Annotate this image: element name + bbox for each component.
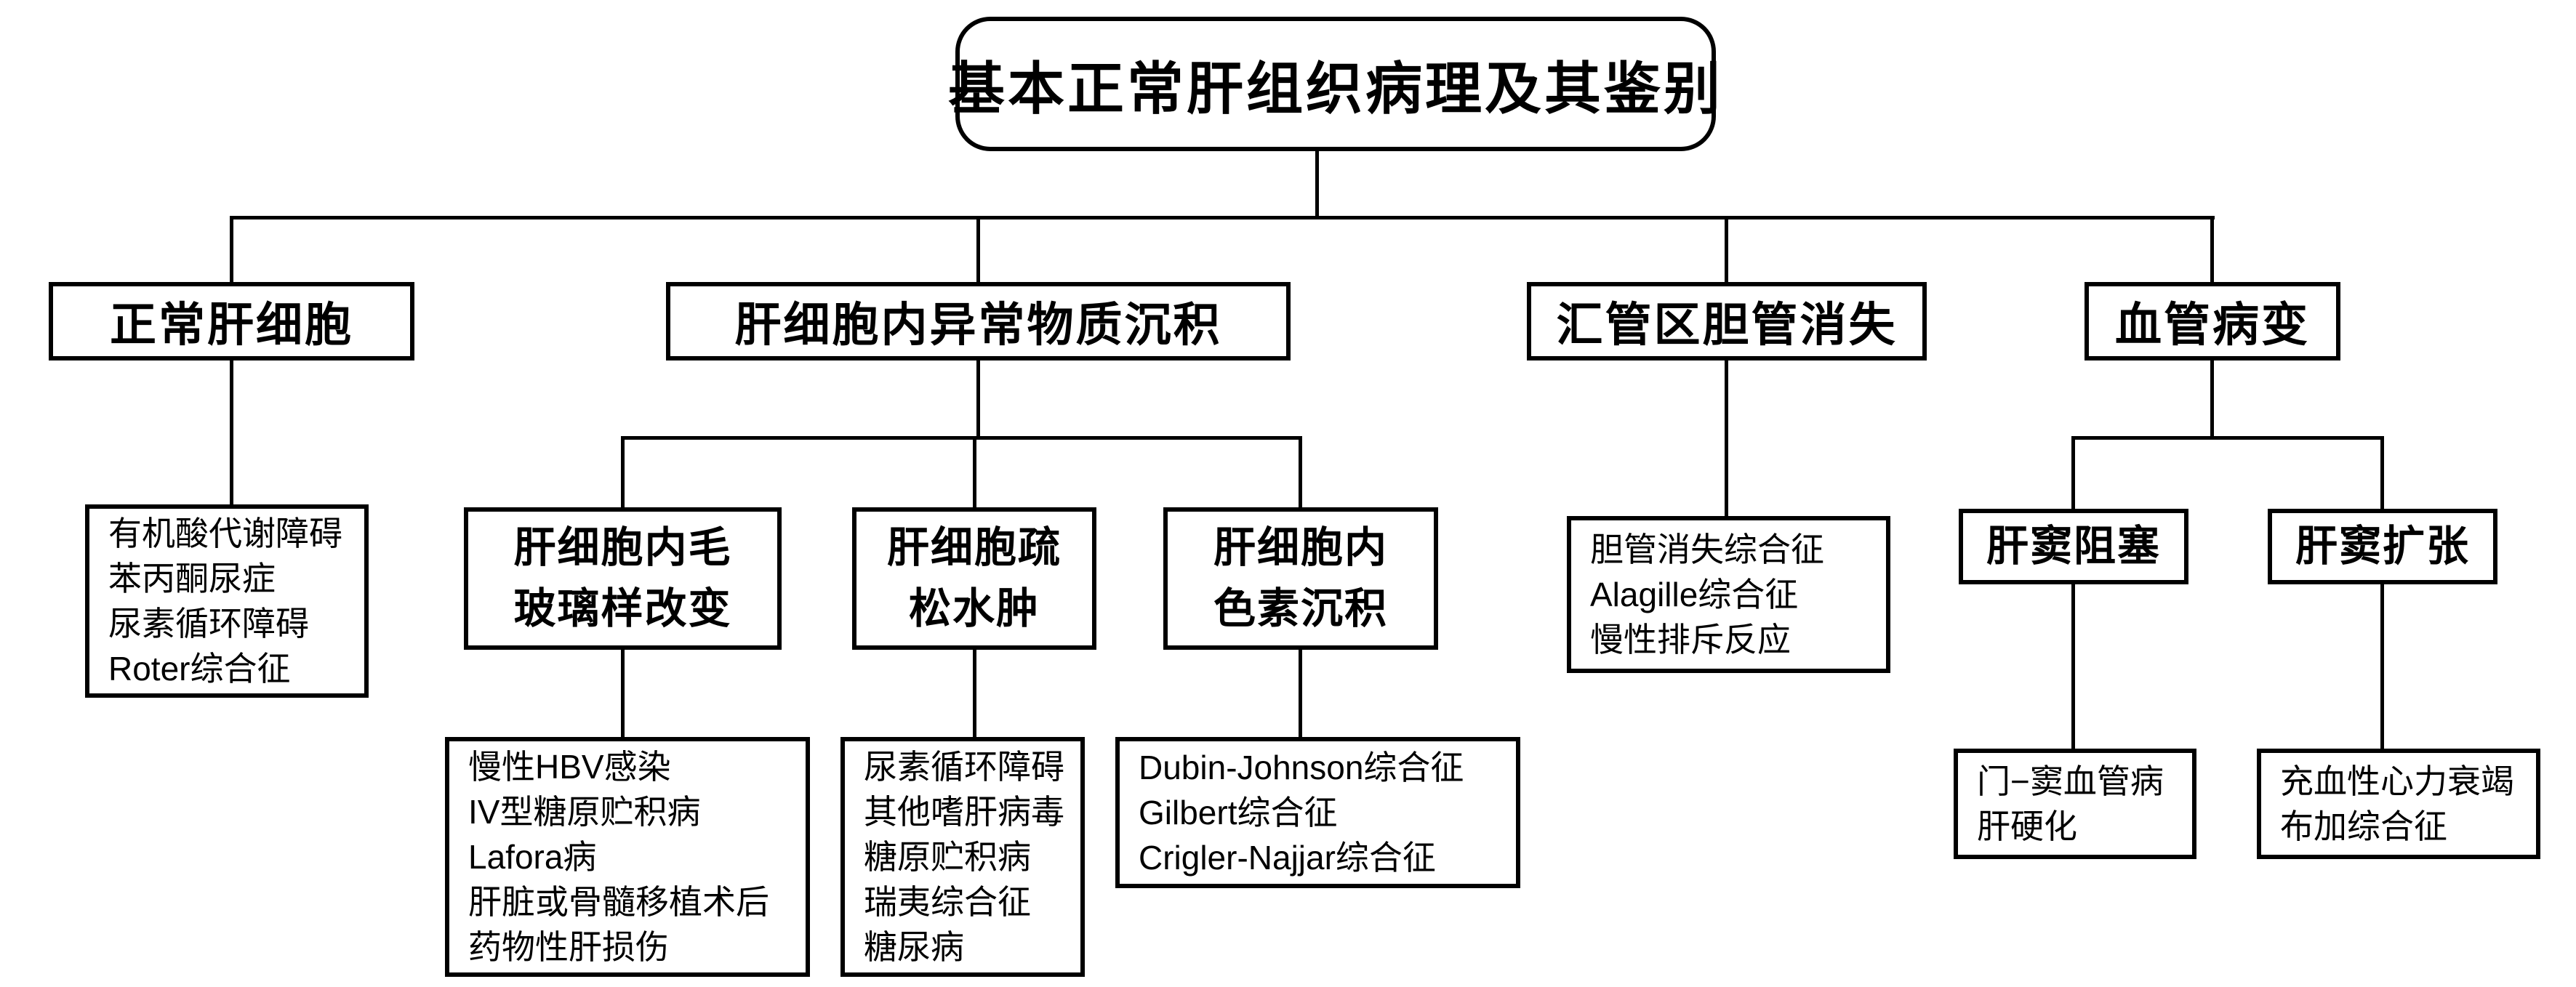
connector-deposit-rail: [621, 436, 1302, 440]
node-loose-edema: 肝细胞疏 松水肿: [852, 507, 1096, 650]
node-root-title: 基本正常肝组织病理及其鉴别: [948, 17, 1720, 151]
connector-duct-loss-to-list: [1725, 359, 1728, 517]
list-item: 糖尿病: [864, 928, 964, 966]
node-ground-glass-change: 肝细胞内毛 玻璃样改变: [464, 507, 782, 650]
connector-drop-normal: [230, 216, 233, 283]
list-item: Alagille综合征: [1590, 576, 1799, 613]
list-item: Gilbert综合征: [1139, 794, 1338, 831]
connector-drop-sinus-obstruction: [2071, 436, 2075, 510]
connector-edema-to-list: [973, 648, 976, 738]
list-item: 充血性心力衰竭: [2280, 762, 2514, 800]
node-pigment-deposit: 肝细胞内 色素沉积: [1163, 507, 1438, 650]
list-item: 胆管消失综合征: [1590, 531, 1824, 568]
connector-drop-edema: [973, 436, 976, 509]
node-ground-glass-causes-list: 慢性HBV感染 IV型糖原贮积病 Lafora病 肝脏或骨髓移植术后 药物性肝损…: [445, 737, 810, 977]
node-loose-edema-line2: 松水肿: [908, 585, 1040, 632]
node-root-title-label: 基本正常肝组织病理及其鉴别: [948, 56, 1724, 121]
list-item: 慢性HBV感染: [468, 748, 671, 786]
list-item: 肝脏或骨髓移植术后: [468, 883, 769, 921]
list-item: 布加综合征: [2280, 807, 2447, 845]
node-normal-hepatocyte: 正常肝细胞: [49, 282, 414, 360]
connector-dilation-to-list: [2380, 583, 2384, 750]
connector-drop-deposit: [976, 216, 980, 283]
node-ground-glass-line2: 玻璃样改变: [513, 585, 732, 632]
node-bile-duct-loss: 汇管区胆管消失: [1527, 282, 1927, 360]
node-normal-hepatocyte-label: 正常肝细胞: [110, 299, 353, 351]
node-obstruction-causes-list: 门−窦血管病 肝硬化: [1954, 749, 2196, 859]
list-item: 门−窦血管病: [1977, 762, 2164, 800]
node-abnormal-deposit-label: 肝细胞内异常物质沉积: [734, 299, 1222, 351]
connector-drop-duct-loss: [1725, 216, 1728, 283]
connector-obstruction-to-list: [2071, 583, 2075, 750]
list-item: Roter综合征: [108, 650, 291, 688]
connector-ground-glass-to-list: [621, 648, 625, 738]
connector-normal-to-list: [230, 359, 233, 506]
list-item: 慢性排斥反应: [1590, 621, 1791, 658]
list-item: IV型糖原贮积病: [468, 793, 701, 831]
list-item: 尿素循环障碍: [864, 748, 1064, 786]
connector-drop-sinus-dilation: [2380, 436, 2384, 510]
connector-drop-pigment: [1299, 436, 1302, 509]
list-item: Dubin-Johnson综合征: [1139, 749, 1464, 786]
node-pigment-deposit-line1: 肝细胞内: [1213, 524, 1388, 571]
connector-pigment-to-list: [1299, 648, 1302, 738]
node-sinus-obstruction-label: 肝窦阻塞: [1986, 523, 2161, 570]
node-ground-glass-line1: 肝细胞内毛: [513, 524, 732, 571]
node-sinus-dilation: 肝窦扩张: [2268, 509, 2497, 584]
connector-level2-rail: [230, 216, 2215, 219]
node-vascular-lesion-label: 血管病变: [2115, 299, 2310, 351]
node-duct-loss-causes-list: 胆管消失综合征 Alagille综合征 慢性排斥反应: [1567, 516, 1890, 673]
node-dilation-causes-list: 充血性心力衰竭 布加综合征: [2257, 749, 2540, 859]
list-item: 瑞夷综合征: [864, 883, 1031, 921]
list-item: Lafora病: [468, 838, 597, 876]
connector-vascular-stem: [2210, 359, 2214, 438]
node-sinus-dilation-label: 肝窦扩张: [2295, 523, 2470, 570]
list-item: 其他嗜肝病毒: [864, 793, 1064, 831]
node-bile-duct-loss-label: 汇管区胆管消失: [1556, 299, 1898, 351]
list-item: Crigler-Najjar综合征: [1139, 839, 1436, 877]
list-item: 药物性肝损伤: [468, 928, 669, 966]
connector-drop-ground-glass: [621, 436, 625, 509]
list-item: 苯丙酮尿症: [108, 560, 276, 597]
node-pigment-deposit-line2: 色素沉积: [1213, 585, 1388, 632]
list-item: 糖原贮积病: [864, 838, 1031, 876]
node-abnormal-deposit: 肝细胞内异常物质沉积: [666, 282, 1291, 360]
list-item: 有机酸代谢障碍: [108, 515, 342, 552]
node-vascular-lesion: 血管病变: [2085, 282, 2340, 360]
node-edema-causes-list: 尿素循环障碍 其他嗜肝病毒 糖原贮积病 瑞夷综合征 糖尿病: [840, 737, 1085, 977]
connector-drop-vascular: [2210, 216, 2214, 283]
node-loose-edema-line1: 肝细胞疏: [886, 524, 1062, 571]
connector-vascular-rail: [2071, 436, 2384, 440]
connector-deposit-stem: [976, 359, 980, 438]
node-normal-causes-list: 有机酸代谢障碍 苯丙酮尿症 尿素循环障碍 Roter综合征: [85, 504, 369, 698]
connector-root-drop: [1315, 150, 1319, 218]
node-pigment-causes-list: Dubin-Johnson综合征 Gilbert综合征 Crigler-Najj…: [1115, 737, 1520, 888]
list-item: 肝硬化: [1977, 807, 2077, 845]
node-sinus-obstruction: 肝窦阻塞: [1959, 509, 2188, 584]
list-item: 尿素循环障碍: [108, 605, 309, 642]
